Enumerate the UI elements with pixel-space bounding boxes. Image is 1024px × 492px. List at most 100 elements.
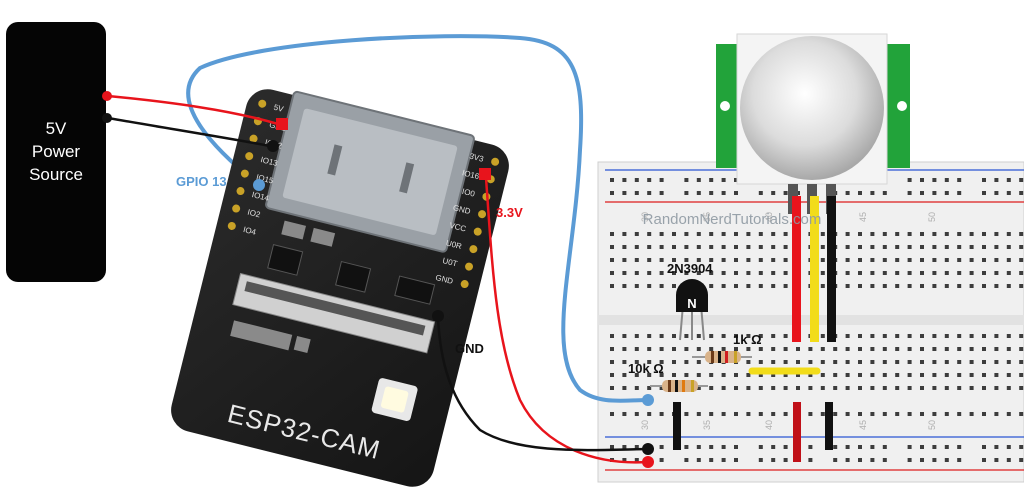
- breadboard-hole: [659, 258, 664, 262]
- header-pin: [227, 221, 236, 230]
- breadboard-hole: [907, 334, 912, 338]
- breadboard-hole: [672, 347, 676, 351]
- breadboard-hole: [845, 412, 850, 416]
- breadboard-hole: [808, 360, 813, 364]
- breadboard-hole: [771, 458, 776, 462]
- pin-label: U0T: [441, 256, 458, 268]
- breadboard-hole: [647, 412, 652, 416]
- breadboard-hole: [957, 334, 962, 338]
- breadboard-hole: [610, 386, 614, 390]
- breadboard-hole: [634, 284, 639, 288]
- pir-vcc-wire: [792, 196, 801, 342]
- breadboard-hole: [920, 458, 924, 462]
- breadboard-hole: [882, 245, 887, 249]
- breadboard-hole: [721, 178, 726, 182]
- gpio13-label: GPIO 13: [176, 174, 227, 189]
- breadboard-hole: [994, 458, 999, 462]
- breadboard-hole: [907, 445, 912, 449]
- breadboard-hole: [920, 271, 924, 275]
- breadboard-hole: [957, 360, 962, 364]
- breadboard-column-numbers: 30 35 40 45 50 30 35 40 45 50: [640, 212, 937, 430]
- breadboard-hole: [969, 245, 974, 249]
- breadboard-hole: [783, 360, 788, 364]
- breadboard-hole: [659, 232, 664, 236]
- breadboard-hole: [932, 360, 937, 364]
- breadboard-hole: [994, 445, 999, 449]
- breadboard-hole: [895, 360, 900, 364]
- pin-label: IO0: [461, 187, 476, 199]
- breadboard-hole: [1006, 458, 1011, 462]
- breadboard-hole: [845, 245, 850, 249]
- breadboard-hole: [994, 271, 999, 275]
- breadboard-hole: [771, 334, 776, 338]
- breadboard-hole: [783, 347, 788, 351]
- breadboard-hole: [994, 258, 999, 262]
- breadboard-hole: [833, 373, 838, 377]
- breadboard-hole: [634, 360, 639, 364]
- breadboard-hole: [622, 245, 627, 249]
- breadboard-hole: [647, 373, 652, 377]
- breadboard-hole: [920, 258, 924, 262]
- breadboard-hole: [758, 386, 763, 390]
- breadboard-hole: [907, 284, 912, 288]
- breadboard-hole: [610, 347, 614, 351]
- breadboard-hole: [672, 334, 676, 338]
- header-pin: [478, 210, 487, 219]
- watermark: RandomNerdTutorials.com: [643, 211, 822, 228]
- breadboard-hole: [783, 334, 788, 338]
- breadboard-hole: [808, 445, 813, 449]
- breadboard-hole: [982, 347, 986, 351]
- breadboard-hole: [734, 245, 738, 249]
- breadboard-hole: [696, 386, 701, 390]
- breadboard-hole: [758, 232, 763, 236]
- breadboard-hole: [634, 245, 639, 249]
- breadboard-hole: [969, 258, 974, 262]
- breadboard-hole: [771, 412, 776, 416]
- breadboard-hole: [1006, 347, 1011, 351]
- breadboard-hole: [944, 458, 949, 462]
- breadboard-hole: [982, 271, 986, 275]
- breadboard-hole: [808, 412, 813, 416]
- breadboard-hole: [721, 191, 726, 195]
- breadboard-hole: [982, 178, 986, 182]
- breadboard-hole: [882, 232, 887, 236]
- pin-label: IO4: [242, 225, 257, 237]
- breadboard-hole: [734, 386, 738, 390]
- breadboard-hole: [920, 373, 924, 377]
- breadboard-hole: [622, 445, 627, 449]
- breadboard-hole: [659, 386, 664, 390]
- breadboard-hole: [858, 412, 862, 416]
- breadboard-hole: [758, 347, 763, 351]
- breadboard-hole: [895, 284, 900, 288]
- breadboard-hole: [721, 412, 726, 416]
- breadboard-hole: [858, 458, 862, 462]
- breadboard-hole: [882, 360, 887, 364]
- breadboard-hole: [622, 412, 627, 416]
- breadboard-hole: [647, 245, 652, 249]
- header-pin: [469, 245, 478, 254]
- breadboard-hole: [783, 445, 788, 449]
- breadboard-hole: [709, 271, 714, 275]
- breadboard-hole: [672, 373, 676, 377]
- pin-label: IO2: [247, 208, 262, 220]
- breadboard-hole: [932, 445, 937, 449]
- resistor-band: [682, 380, 685, 392]
- column-number: 30: [640, 420, 650, 430]
- pin-label: VCC: [448, 221, 467, 234]
- breadboard-hole: [746, 232, 751, 236]
- breadboard-hole: [907, 232, 912, 236]
- breadboard-hole: [634, 271, 639, 275]
- breadboard-hole: [870, 360, 875, 364]
- breadboard-hole: [882, 458, 887, 462]
- breadboard-hole: [696, 178, 701, 182]
- breadboard-hole: [622, 178, 627, 182]
- breadboard-hole: [734, 412, 738, 416]
- column-number: 35: [702, 212, 712, 222]
- breadboard-hole: [684, 373, 689, 377]
- breadboard-hole: [1019, 334, 1024, 338]
- breadboard-hole: [721, 458, 726, 462]
- column-number: 45: [858, 212, 868, 222]
- breadboard-hole: [907, 360, 912, 364]
- breadboard-hole: [820, 373, 825, 377]
